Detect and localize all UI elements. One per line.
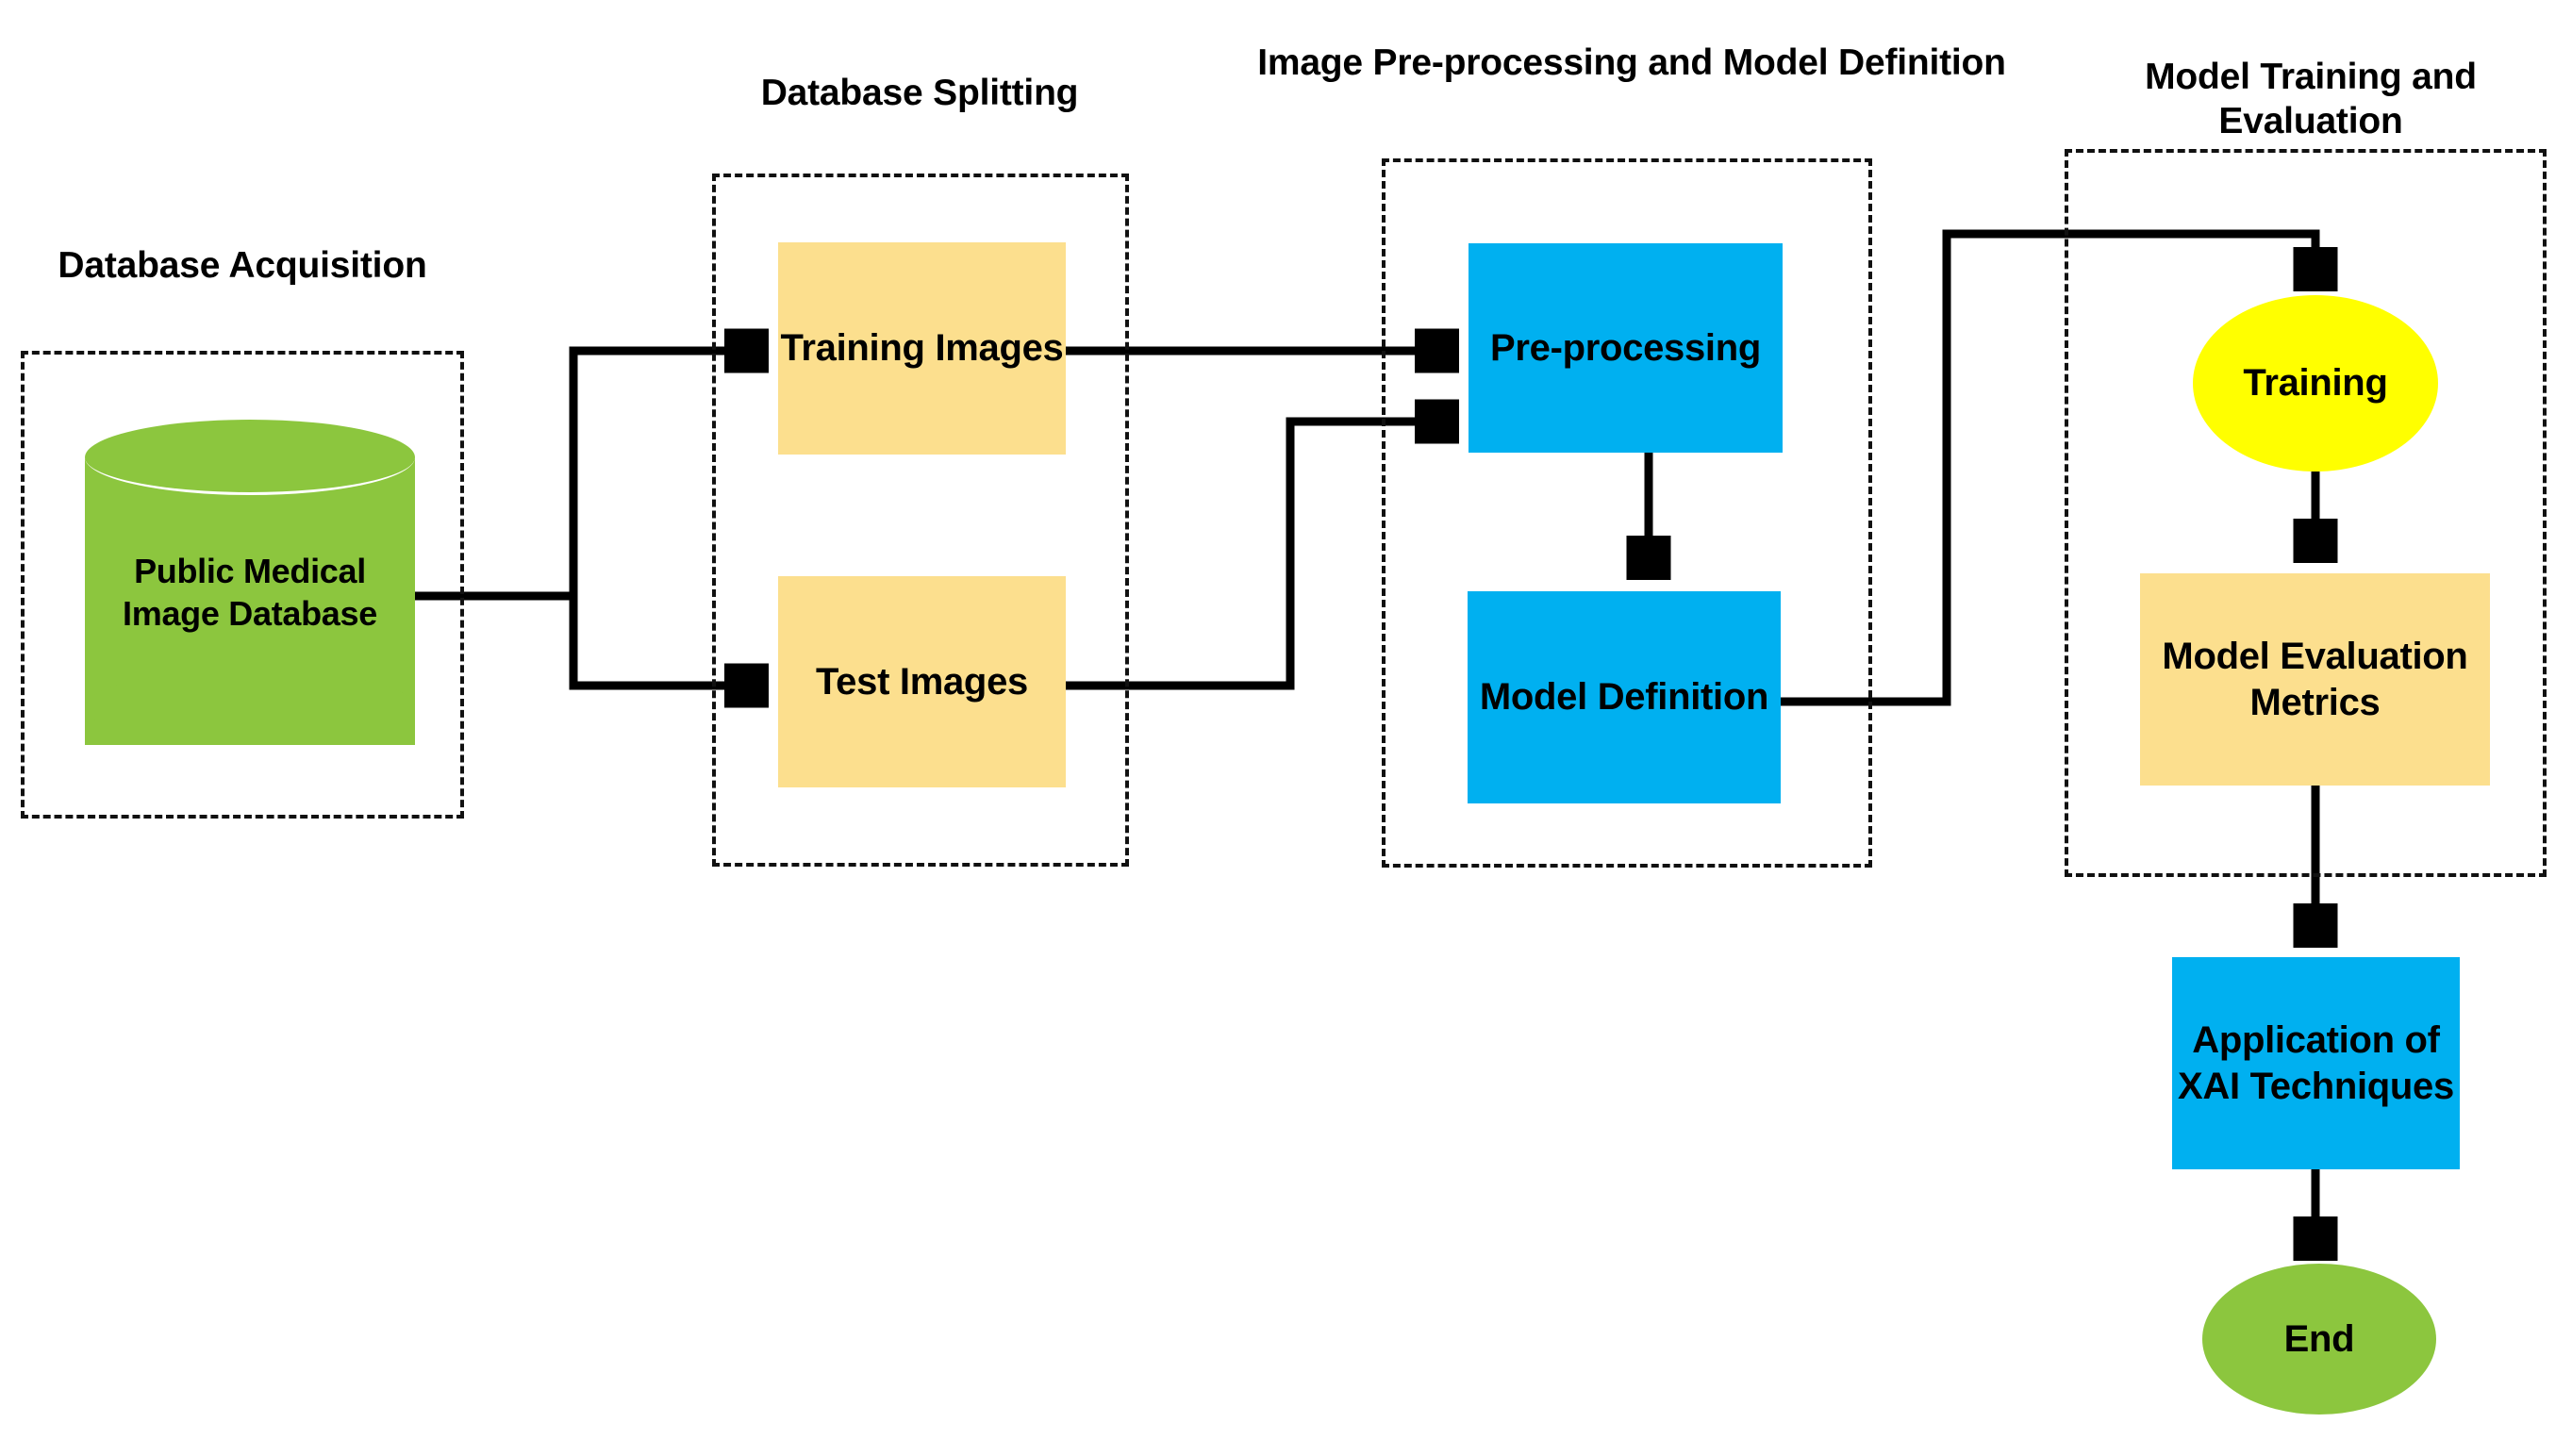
node-training-label: Training [2243, 362, 2388, 405]
database-cylinder: Public Medical Image Database [85, 420, 415, 783]
stage-title-database-acquisition-text: Database Acquisition [58, 245, 427, 286]
cylinder-bottom-ellipse [85, 670, 415, 745]
node-end[interactable]: End [2202, 1264, 2436, 1415]
stage-title-preprocessing-model-definition: Image Pre-processing and Model Definitio… [1245, 41, 2018, 86]
stage-title-preprocessing-model-definition-text: Image Pre-processing and Model Definitio… [1257, 42, 2006, 83]
node-model-definition-label: Model Definition [1479, 676, 1769, 719]
group-preprocessing-model-definition [1382, 158, 1872, 868]
node-training[interactable]: Training [2193, 295, 2438, 472]
node-test-images-label: Test Images [816, 660, 1028, 703]
group-model-training-evaluation [2065, 149, 2547, 877]
edge-db-to-training [415, 351, 760, 601]
cylinder-top-ellipse [85, 420, 415, 495]
node-xai-techniques-label: Application of XAI Techniques [2178, 1018, 2454, 1107]
database-label: Public Medical Image Database [123, 552, 377, 633]
stage-title-model-training-evaluation-text: Model Training and Evaluation [2145, 56, 2477, 142]
node-model-evaluation-metrics[interactable]: Model Evaluation Metrics [2140, 573, 2490, 786]
node-end-label: End [2283, 1317, 2355, 1360]
node-xai-techniques[interactable]: Application of XAI Techniques [2172, 957, 2460, 1169]
stage-title-database-splitting-text: Database Splitting [760, 73, 1079, 113]
group-database-splitting [712, 174, 1129, 867]
node-preprocessing[interactable]: Pre-processing [1469, 243, 1783, 453]
stage-title-database-splitting: Database Splitting [693, 71, 1146, 116]
stage-title-database-acquisition: Database Acquisition [21, 243, 464, 289]
stage-title-model-training-evaluation: Model Training and Evaluation [2066, 9, 2556, 144]
node-training-images[interactable]: Training Images [778, 242, 1066, 455]
node-preprocessing-label: Pre-processing [1489, 326, 1761, 369]
node-test-images[interactable]: Test Images [778, 576, 1066, 787]
node-training-images-label: Training Images [780, 327, 1064, 370]
group-database-acquisition [21, 351, 464, 819]
node-model-definition[interactable]: Model Definition [1468, 591, 1781, 803]
node-model-evaluation-metrics-label: Model Evaluation Metrics [2162, 635, 2468, 723]
